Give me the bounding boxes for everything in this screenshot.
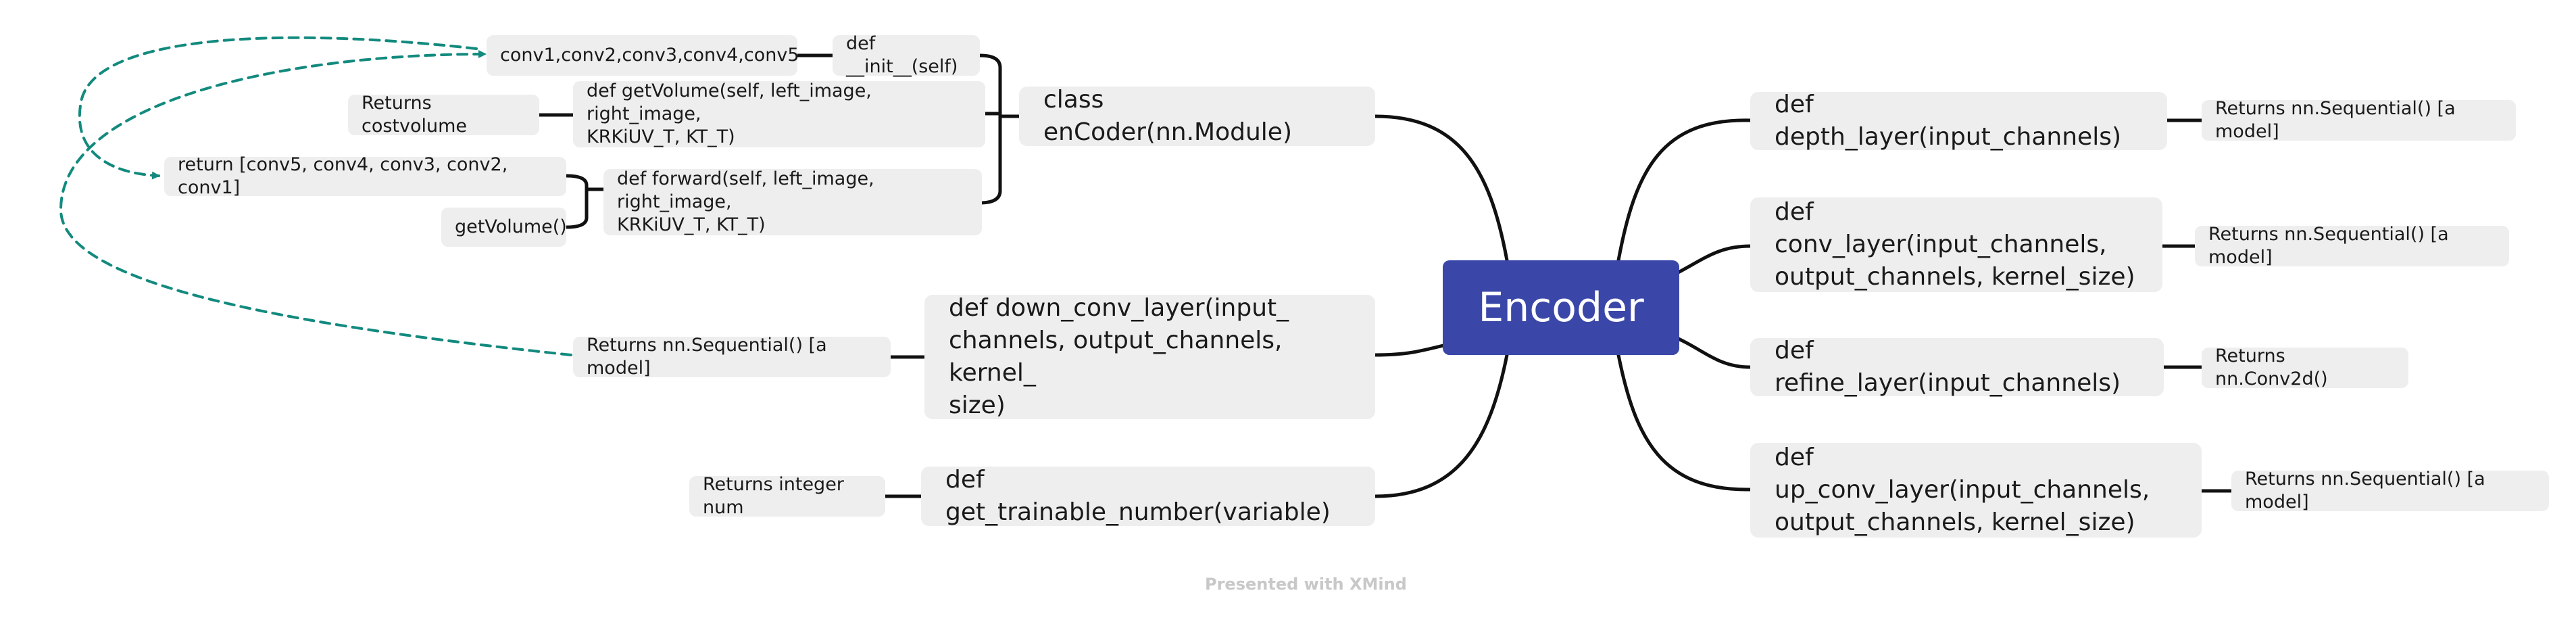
node-init-members[interactable]: conv1,conv2,conv3,conv4,conv5 [487, 35, 799, 76]
node-label: def forward(self, left_image, right_imag… [617, 168, 874, 235]
edge-root-trainable [1373, 353, 1509, 498]
node-up-conv-layer[interactable]: def up_conv_layer(input_channels, output… [1750, 443, 2202, 538]
node-forward-return[interactable]: return [conv5, conv4, conv3, conv2, conv… [164, 154, 566, 198]
edge-root-conv [1667, 244, 1752, 279]
node-refine-layer[interactable]: def refine_layer(input_channels) [1750, 337, 2164, 397]
node-conv-layer[interactable]: def conv_layer(input_channels, output_ch… [1750, 197, 2162, 292]
node-label: def __init__(self) [846, 33, 958, 77]
node-refine-return[interactable]: Returns nn.Conv2d() [2202, 346, 2408, 389]
dashed-link-downconv [59, 50, 572, 356]
node-init-def[interactable]: def __init__(self) [833, 33, 980, 77]
node-down-conv-return[interactable]: Returns nn.Sequential() [a model] [573, 335, 891, 379]
node-label: def getVolume(self, left_image, right_im… [587, 80, 872, 147]
edge-root-depth [1616, 118, 1752, 262]
node-conv-return[interactable]: Returns nn.Sequential() [a model] [2195, 224, 2509, 268]
edge-forward-children [564, 174, 605, 229]
node-getvolume-def[interactable]: def getVolume(self, left_image, right_im… [573, 80, 985, 147]
footer-watermark: Presented with XMind [1205, 575, 1407, 594]
node-label: def refine_layer(input_channels) [1775, 337, 2121, 397]
node-getvolume-return[interactable]: Returns costvolume [348, 93, 539, 137]
node-forward-call-getvolume[interactable]: getVolume() [441, 208, 567, 247]
node-label: def up_conv_layer(input_channels, output… [1775, 444, 2150, 536]
node-label: Returns nn.Sequential() [a model] [587, 335, 827, 379]
node-label: class enCoder(nn.Module) [1043, 86, 1292, 146]
node-label: Returns costvolume [362, 93, 468, 137]
edge-root-upconv [1616, 353, 1752, 492]
node-down-conv-layer[interactable]: def down_conv_layer(input_ channels, out… [924, 294, 1375, 419]
root-node-encoder[interactable]: Encoder [1443, 260, 1679, 355]
node-label: getVolume() [455, 216, 567, 237]
node-label: def depth_layer(input_channels) [1775, 91, 2121, 151]
node-label: def conv_layer(input_channels, output_ch… [1775, 198, 2135, 291]
node-class-encoder[interactable]: class enCoder(nn.Module) [1019, 86, 1375, 146]
edge-root-refine [1667, 333, 1752, 369]
node-forward-def[interactable]: def forward(self, left_image, right_imag… [603, 168, 982, 235]
edge-root-downconv [1373, 343, 1448, 357]
node-upconv-return[interactable]: Returns nn.Sequential() [a model] [2231, 469, 2549, 513]
edge-root-class [1373, 114, 1509, 262]
node-label: def get_trainable_number(variable) [945, 466, 1331, 526]
node-label: Returns integer num [703, 474, 844, 518]
node-label: Returns nn.Sequential() [a model] [2208, 224, 2449, 268]
node-label: return [conv5, conv4, conv3, conv2, conv… [178, 154, 508, 198]
edge-class-children [978, 53, 1021, 205]
node-depth-return[interactable]: Returns nn.Sequential() [a model] [2202, 98, 2516, 142]
node-label: def down_conv_layer(input_ channels, out… [949, 294, 1289, 419]
node-label: conv1,conv2,conv3,conv4,conv5 [500, 45, 799, 66]
node-label: Returns nn.Sequential() [a model] [2245, 469, 2485, 513]
node-get-trainable-number[interactable]: def get_trainable_number(variable) [921, 466, 1375, 526]
node-trainable-return[interactable]: Returns integer num [689, 474, 885, 518]
node-label: Returns nn.Conv2d() [2215, 346, 2328, 389]
root-label: Encoder [1478, 284, 1644, 331]
node-depth-layer[interactable]: def depth_layer(input_channels) [1750, 91, 2167, 151]
dashed-link-forward [78, 36, 478, 180]
node-label: Returns nn.Sequential() [a model] [2215, 98, 2456, 142]
